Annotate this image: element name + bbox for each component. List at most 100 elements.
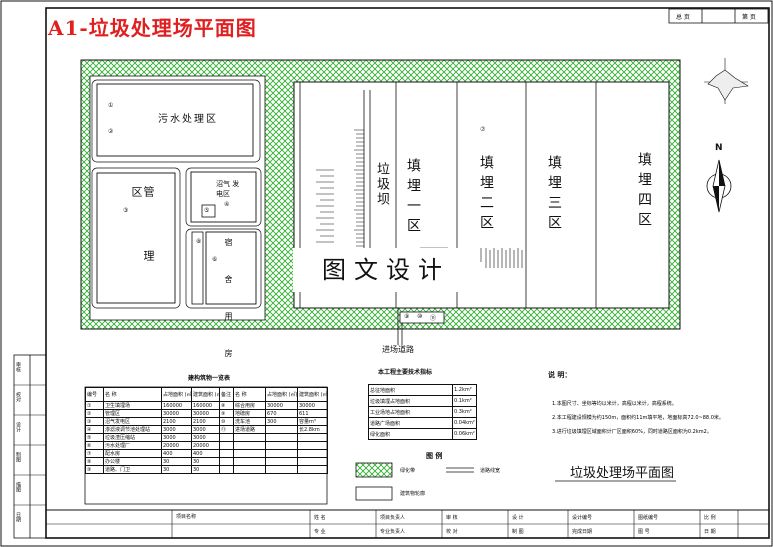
building-table-cell: 611	[297, 409, 328, 418]
building-table-cell: 洗车池	[233, 417, 266, 426]
zone-label-fill2: 填埋二区	[478, 155, 494, 235]
tech-table-cell: 0.04km²	[452, 417, 477, 429]
building-table-cell	[297, 433, 328, 442]
gate-marker-11: ⑪	[430, 315, 437, 322]
building-table-cell	[233, 457, 266, 466]
building-table-cell	[297, 441, 328, 450]
building-table-cell: 2100	[161, 417, 192, 426]
strip-label-1: 审核	[15, 362, 21, 372]
header-cell: 备注	[219, 387, 234, 402]
building-table-cell: 地磅房	[233, 409, 266, 418]
header-cell: 占地面积 (㎡)	[161, 387, 192, 402]
page-title: A1-垃圾处理场平面图	[48, 16, 257, 40]
building-table-cell: 卫生填埋场	[103, 401, 162, 410]
title-block-label: 专 业	[314, 529, 326, 535]
strip-label-6: 日期	[15, 512, 21, 522]
building-table-cell: 160000	[191, 401, 220, 410]
tech-table-title: 本工程主要技术指标	[378, 369, 433, 376]
building-table-cell: 管理区	[103, 409, 162, 418]
title-block-label: 设 计	[512, 515, 524, 521]
building-table-cell: 渗滤液调节池处理站	[103, 425, 162, 434]
building-table-cell: 3000	[161, 433, 192, 442]
building-table-cell	[265, 441, 298, 450]
building-table-cell: 20000	[161, 441, 192, 450]
legend-building: 建筑物轮廓	[400, 491, 426, 497]
tech-table-cell: 垃圾填埋占地面积	[368, 395, 453, 407]
project-name-label: 项目名称	[176, 514, 197, 520]
gate-marker-9: ⑨	[404, 313, 410, 320]
building-table-cell: ⑤	[85, 433, 104, 442]
building-table-cell: 容量m³	[297, 417, 328, 426]
building-table-cell: ②	[85, 409, 104, 418]
building-table-cell	[219, 457, 234, 466]
building-table-cell: 670	[265, 409, 298, 418]
building-table-cell	[233, 465, 266, 474]
marker-1: ①	[108, 102, 114, 109]
building-table-cell: 30000	[297, 401, 328, 410]
zone-label-fill3: 填埋三区	[546, 155, 562, 235]
header-cell: 名 称	[103, 387, 162, 402]
tech-table-cell: 0.3km²	[452, 406, 477, 418]
wind-rose	[704, 58, 749, 104]
tech-table-cell: 绿化面积	[368, 428, 453, 440]
zone-label-dormitory: 宿 舍 用 房	[224, 238, 233, 367]
tech-table-cell: 1.2km²	[452, 384, 477, 396]
building-table-cell	[233, 449, 266, 458]
building-table-cell: 30000	[191, 409, 220, 418]
road-label: 进场道路	[382, 345, 414, 354]
building-table-cell: 办公楼	[103, 457, 162, 466]
tech-table-cell: 0.1km²	[452, 395, 477, 407]
building-table: 编号 名 称 占地面积 (㎡) 建筑面积 (㎡) 备注 名 称 占地面积 (㎡)…	[85, 387, 328, 474]
building-table-cell: 400	[161, 449, 192, 458]
corner-total-pages: 总 页	[676, 14, 690, 21]
note-1: 1.本图尺寸、坐标等均以米计，高程以米计，高程系统。	[552, 401, 677, 407]
strip-label-4: 制图	[15, 452, 21, 462]
title-block-label: 图纸编号	[638, 515, 659, 521]
zone-dormitory	[191, 231, 204, 305]
header-cell: 建筑面积 (㎡)	[191, 387, 220, 402]
building-table-cell: 垃圾渣压缩站	[103, 433, 162, 442]
note-2: 2.本工程建设规模为约150m，面积约11m填平地，地面标高72.0~88.0米…	[552, 415, 724, 421]
strip-label-3: 设计	[15, 422, 21, 432]
building-table-cell	[219, 433, 234, 442]
title-block-label: 日 期	[704, 529, 716, 535]
building-table-cell: 30	[161, 457, 192, 466]
zone-label-fill4: 填埋四区	[636, 152, 652, 232]
zone-label-management: 管 理 区	[130, 186, 155, 281]
building-table-cell	[297, 449, 328, 458]
building-table-cell: 3000	[191, 433, 220, 442]
building-table-cell	[219, 441, 234, 450]
building-table-cell: ⑨	[219, 409, 234, 418]
building-table-cell: 400	[191, 449, 220, 458]
building-table-cell: ③	[85, 417, 104, 426]
building-table-cell	[265, 425, 298, 434]
title-block-label: 完成日期	[572, 529, 593, 535]
gate-marker-10: ⑩	[417, 313, 423, 320]
title-block-label: 制 图	[512, 529, 524, 535]
building-table-cell: 30	[191, 457, 220, 466]
building-table-cell	[219, 465, 234, 474]
marker-7: ⑦	[480, 126, 486, 133]
watermark: 图文设计	[293, 248, 479, 292]
zone-label-fill1: 填埋一区	[405, 158, 421, 238]
header-cell: 建筑面积 (㎡)	[297, 387, 328, 402]
building-table-cell: ⑧	[219, 401, 234, 410]
building-table-cell: ①	[85, 401, 104, 410]
building-table-cell: 综合用房	[233, 401, 266, 410]
strip-label-5: 描图	[15, 482, 21, 492]
building-table-cell: 160000	[161, 401, 192, 410]
header-cell: 编号	[85, 387, 104, 402]
zone-label-wastewater: 污水处理区	[158, 114, 218, 125]
tech-table-cell: 道路广场面积	[368, 417, 453, 429]
compass-n-label: N	[715, 143, 723, 153]
building-table-cell	[233, 441, 266, 450]
tech-table-cell: 工业场地占地面积	[368, 406, 453, 418]
legend-title: 图 例	[426, 452, 443, 460]
